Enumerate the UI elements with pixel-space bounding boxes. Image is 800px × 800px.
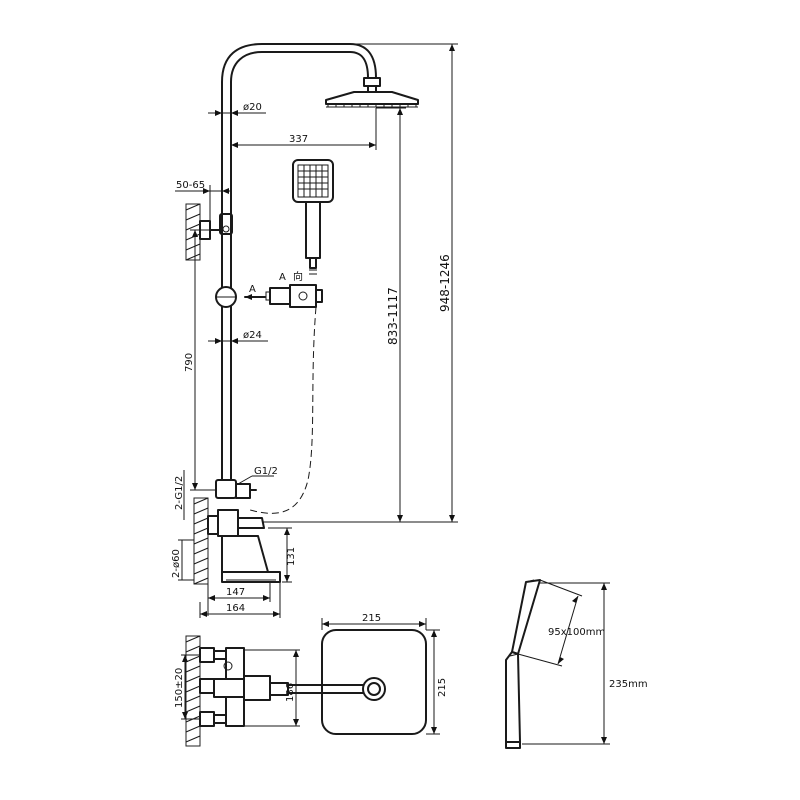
view-a-dir-cn: 向: [293, 270, 303, 283]
hand-shower: [292, 159, 334, 275]
dim-face-size: 95x100mm: [517, 579, 605, 667]
front-view: ø20 337 50-65 A A 向 ø24: [171, 43, 458, 618]
view-a-dir-label: A: [279, 272, 286, 283]
lower-wall-hatch: [193, 497, 209, 585]
dim-pipe-20: ø20: [208, 102, 266, 116]
hand-shower-side-view: 95x100mm 235mm: [505, 579, 648, 749]
plan-view: 150±20 186 215 215: [174, 613, 448, 747]
dim-mixer-147: 147: [207, 582, 271, 616]
dim-label-head-depth: 215: [437, 678, 448, 697]
dim-label-mixer-147: 147: [226, 587, 245, 598]
dim-arm-337: 337: [231, 108, 377, 150]
dim-mixer-131: 131: [268, 527, 297, 583]
upper-wall-bracket: [199, 213, 233, 240]
dim-label-face-size: 95x100mm: [548, 627, 605, 638]
dim-label-head-height: 833-1117: [386, 287, 400, 345]
dim-head-width: 215: [321, 613, 427, 630]
dim-center-spacing: 150±20: [174, 654, 200, 720]
dim-head-height: 833-1117: [262, 107, 406, 523]
dim-label-mixer-164: 164: [226, 603, 245, 614]
holder-detail: [265, 284, 323, 308]
dim-label-inlet: 2-G1/2: [174, 476, 185, 510]
dim-label-pipe-20: ø20: [243, 102, 262, 113]
shower-head: [325, 91, 419, 108]
plan-fittings: [199, 647, 227, 727]
shower-arm: [221, 43, 381, 93]
dim-hose-thread: G1/2: [237, 466, 278, 485]
dim-flange-dia: 2-ø60: [171, 539, 194, 581]
dim-mixer-width: 186: [244, 649, 300, 727]
dim-pipe-24: ø24: [208, 330, 268, 344]
dim-label-riser: 790: [184, 353, 195, 372]
dim-label-mixer-width: 186: [285, 683, 296, 702]
dim-label-hose-thread: G1/2: [254, 466, 278, 477]
dim-label-total-height: 948-1246: [438, 254, 452, 312]
dim-inlet-thread: 2-G1/2: [174, 470, 185, 520]
plan-shower-head: [321, 629, 427, 735]
upper-wall-hatch: [185, 203, 201, 261]
plan-wall-hatch: [185, 635, 201, 747]
dim-label-arm: 337: [289, 134, 308, 145]
slide-holder: [215, 286, 266, 308]
dim-label-mixer-height: 131: [286, 547, 297, 566]
dim-label-head-width: 215: [362, 613, 381, 624]
riser-pipe: [221, 81, 232, 481]
dim-mixer-164: 164: [199, 582, 281, 618]
dim-label-wall-offset: 50-65: [176, 180, 205, 191]
dim-label-handheld-length: 235mm: [609, 679, 648, 690]
dim-total-height: 948-1246: [350, 43, 458, 523]
dim-label-pipe-24: ø24: [243, 330, 262, 341]
mixer-body: [207, 509, 281, 583]
dim-head-depth: 215: [426, 629, 448, 735]
dim-wall-offset: 50-65: [175, 180, 231, 222]
dim-label-flange: 2-ø60: [171, 549, 182, 578]
plan-arm: [287, 677, 386, 701]
view-a-marker: A A 向: [249, 270, 303, 295]
diverter-valve: [215, 479, 257, 499]
dim-label-spacing: 150±20: [174, 668, 185, 708]
plan-mixer: [213, 647, 289, 727]
dim-riser-790: 790: [184, 229, 222, 491]
view-a-label: A: [249, 284, 256, 295]
dim-handheld-length: 235mm: [522, 582, 648, 745]
hose: [249, 306, 317, 514]
